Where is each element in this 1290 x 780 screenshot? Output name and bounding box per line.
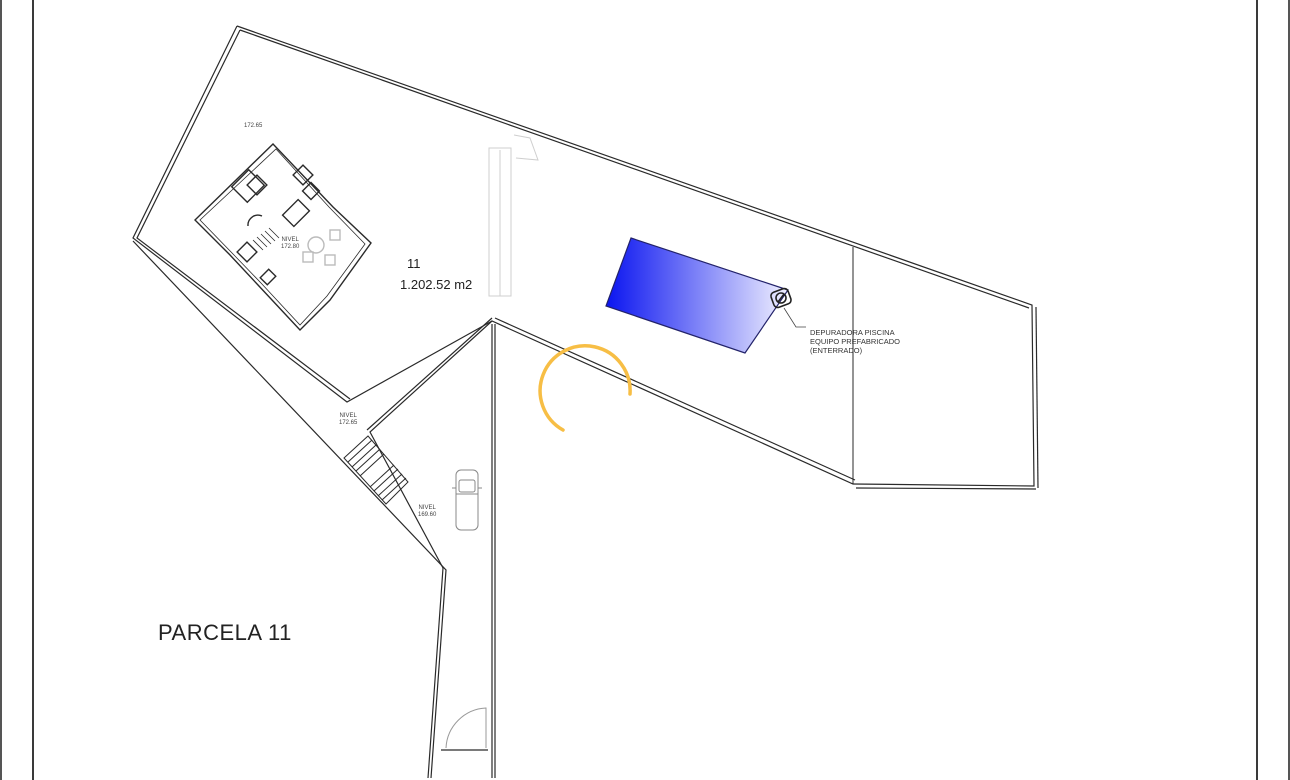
house-footprint bbox=[194, 143, 372, 332]
stair-level-label: NIVEL 172.65 bbox=[339, 413, 357, 427]
swimming-pool bbox=[605, 237, 789, 354]
left-page-edge bbox=[0, 0, 2, 780]
plot-area: 1.202.52 m2 bbox=[400, 277, 473, 292]
car-icon bbox=[452, 469, 482, 531]
exterior-stairs bbox=[343, 435, 409, 505]
stair-level-caption: NIVEL bbox=[339, 413, 357, 419]
pool-filter-icon bbox=[770, 287, 792, 309]
house-level-label: NIVEL 172.80 bbox=[281, 237, 299, 251]
pool-note-line-2: EQUIPO PREFABRICADO bbox=[810, 337, 901, 346]
plot-number: 11 bbox=[407, 256, 421, 271]
loading-spinner-icon bbox=[538, 344, 632, 432]
house-level-caption: NIVEL bbox=[281, 237, 299, 243]
house-level-value: 172.80 bbox=[281, 244, 300, 250]
parking-level-caption: NIVEL bbox=[418, 505, 436, 511]
pool-equipment-note: DEPURADORA PISCINA EQUIPO PREFABRICADO (… bbox=[810, 328, 900, 355]
plan-title: PARCELA 11 bbox=[158, 620, 292, 645]
parking-level-value: 169.60 bbox=[418, 512, 437, 518]
pergola-outline bbox=[488, 134, 539, 297]
top-level-label: 172.65 bbox=[244, 123, 263, 129]
plot-boundary bbox=[132, 25, 1039, 779]
pool-note-leader bbox=[783, 307, 806, 328]
stair-level-value: 172.65 bbox=[339, 420, 358, 426]
left-frame-border bbox=[32, 0, 34, 780]
parking-level-label: NIVEL 169.60 bbox=[418, 505, 436, 519]
pool-note-line-1: DEPURADORA PISCINA bbox=[810, 328, 895, 337]
right-frame-border bbox=[1256, 0, 1258, 780]
right-page-edge bbox=[1288, 0, 1290, 780]
gate-swing-arc bbox=[445, 707, 487, 749]
pool-note-line-3: (ENTERRADO) bbox=[810, 346, 863, 355]
